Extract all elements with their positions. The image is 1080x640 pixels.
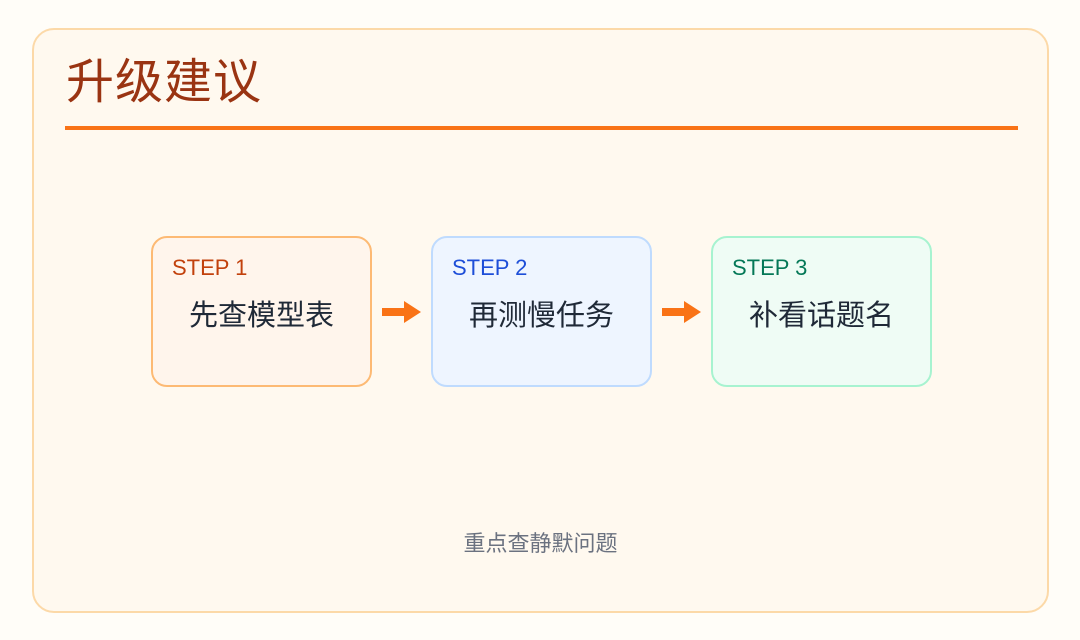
step-1-box: STEP 1 先查模型表: [151, 236, 372, 387]
step-2-label: STEP 2: [452, 255, 528, 280]
upgrade-suggestion-card: 升级建议 STEP 1 先查模型表 STEP 2 再测慢任务 STEP 3 补看…: [32, 28, 1049, 613]
arrow-right-icon: [372, 236, 431, 387]
arrow-right-icon: [652, 236, 711, 387]
step-1-text: 先查模型表: [188, 298, 334, 332]
steps-flow: STEP 1 先查模型表 STEP 2 再测慢任务 STEP 3 补看话题名: [151, 236, 932, 387]
step-3-text: 补看话题名: [748, 298, 894, 332]
step-2-text: 再测慢任务: [468, 298, 614, 332]
step-1-label: STEP 1: [172, 255, 248, 280]
title-divider: [65, 126, 1018, 130]
step-3-label: STEP 3: [732, 255, 808, 280]
footer-caption: 重点查静默问题: [463, 532, 618, 557]
page-title: 升级建议: [66, 54, 263, 110]
step-3-box: STEP 3 补看话题名: [711, 236, 932, 387]
step-2-box: STEP 2 再测慢任务: [431, 236, 652, 387]
